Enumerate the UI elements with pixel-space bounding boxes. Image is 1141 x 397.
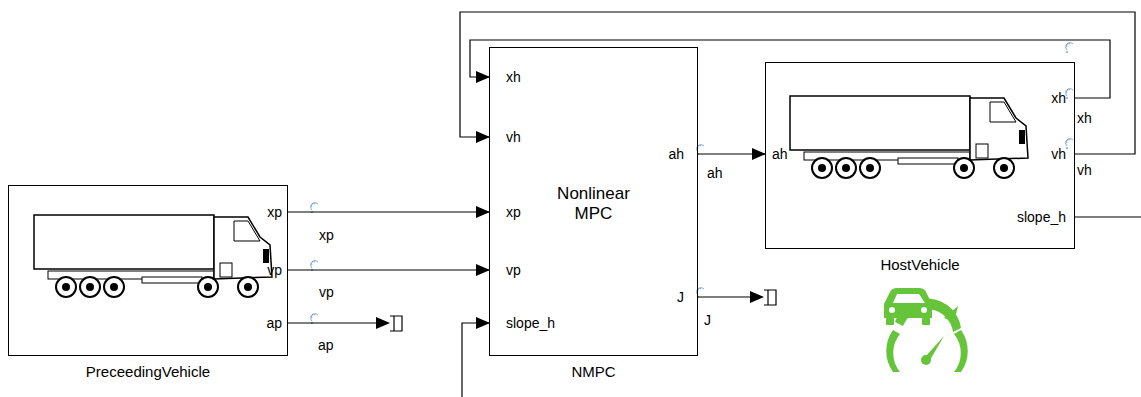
signal-line [698,153,765,154]
signal-label: vh [1076,162,1093,178]
signal-label: vp [318,284,335,300]
signal-line [462,217,1141,397]
block-name: HostVehicle [880,256,959,273]
signal-label: J [704,312,711,328]
block-name: NMPC [571,363,615,380]
signal-line [470,40,1110,98]
truck-drawing [34,215,272,297]
port-name: vp [267,262,282,278]
signal-label: ap [318,337,334,353]
block-name: PreceedingVehicle [86,363,210,380]
block-title: Nonlinear MPC [490,184,697,224]
signal-line [288,269,489,270]
port-name: slope_h [506,315,555,331]
signal-label: xh [1076,110,1093,126]
nmpc-block: Nonlinear MPCNMPC [489,47,698,356]
signal-label: ah [706,165,724,181]
port-name: ah [772,146,788,162]
port-name: slope_h [1017,209,1066,225]
signal-line [460,12,1135,154]
truck-drawing [790,96,1028,178]
port-name: vp [506,262,521,278]
signal-label: xp [318,227,335,243]
cruise-icon [884,288,968,372]
port-name: xp [267,204,282,220]
preceding-vehicle-block: PreceedingVehicle [8,185,288,356]
port-name: xp [506,204,521,220]
port-name: J [677,289,684,305]
port-name: vh [1051,146,1066,162]
port-name: xh [506,69,521,85]
port-name: ah [668,146,684,162]
terminator [390,290,776,331]
port-name: ap [266,315,282,331]
port-name: vh [506,129,521,145]
signal-line [288,211,489,212]
port-name: xh [1051,90,1066,106]
